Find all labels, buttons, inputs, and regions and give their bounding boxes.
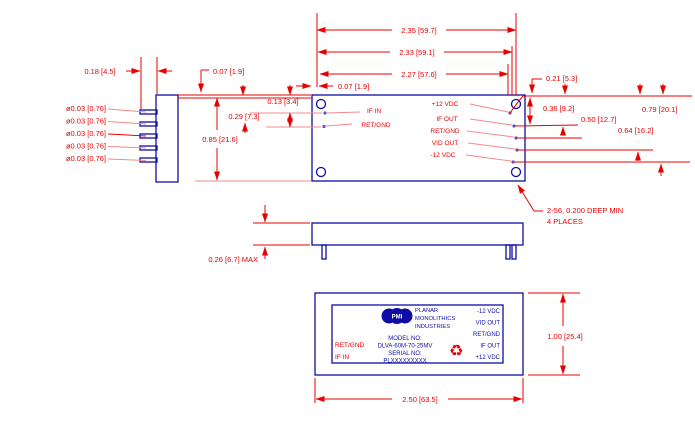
top-view-outline [311, 94, 526, 182]
dim-1-00: 1.00 [25.4] [547, 332, 582, 341]
serial-no-label: SERIAL NO: [388, 351, 422, 357]
company-line-1: PLANAR [415, 308, 438, 314]
mounting-hole [510, 166, 522, 178]
dim-pin-dia-4: ø0.03 [0.76] [66, 142, 106, 151]
dim-2-33: 2.33 [59.1] [399, 48, 434, 57]
pin-label-ret-gnd-left: RET/GND [361, 122, 391, 129]
top-dimensions: 2.35 [59.7] 2.33 [59.1] 2.27 [57.6] 0.07… [296, 13, 517, 95]
mounting-hole [315, 166, 327, 178]
pin-dot [323, 111, 327, 115]
dim-0-85: 0.85 [21.6] [202, 135, 237, 144]
dim-0-36: 0.36 [9.2] [543, 104, 574, 113]
dim-2-35: 2.35 [59.7] [401, 26, 436, 35]
company-line-3: INDUSTRIES [415, 324, 450, 330]
dim-pin-dia-5: ø0.03 [0.76] [66, 154, 106, 163]
label-pin-ret-gnd: RET/GND [335, 342, 365, 349]
dim-0-79: 0.79 [20.1] [642, 105, 677, 114]
side-view-outline [311, 222, 524, 260]
label-pin-minus12vdc: -12 VDC [477, 309, 501, 315]
dim-0-29: 0.29 [7.3] [228, 112, 259, 121]
bottom-dimensions: 1.00 [25.4] 2.50 [63.5] [314, 292, 583, 404]
dim-0-07-top: 0.07 [1.9] [338, 82, 369, 91]
pin-dot [514, 136, 518, 140]
note-line-1: 2-56, 0.200 DEEP MIN [547, 206, 623, 215]
dim-0-21: 0.21 [5.3] [546, 74, 577, 83]
pmi-logo: PMI [381, 308, 413, 324]
tapped-hole-note: 2-56, 0.200 DEEP MIN 4 PLACES [517, 184, 623, 226]
pin-dot [322, 124, 326, 129]
label-pin-ret-gnd-r: RET/GND [473, 332, 501, 338]
pin-dot [511, 160, 515, 164]
side-dimensions: 0.26 [6.7] MAX [208, 205, 310, 264]
esd-recycle-icon: ♻ [449, 343, 463, 360]
pin-label-if-in: IF IN [367, 108, 381, 115]
mounting-hole [315, 98, 327, 110]
company-line-2: MONOLITHICS [415, 316, 455, 322]
dim-pin-dia-1: ø0.03 [0.76] [66, 104, 106, 113]
label-pin-vid-out: VID OUT [476, 321, 501, 327]
label-pin-if-out: IF OUT [480, 344, 500, 350]
pin-label-vid-out: VID OUT [432, 140, 458, 147]
pin-dot [515, 148, 519, 152]
product-label: PMI PLANAR MONOLITHICS INDUSTRIES MODEL … [335, 308, 501, 365]
bottom-view-outline [314, 292, 524, 376]
dim-2-50: 2.50 [63.5] [402, 395, 437, 404]
top-view-pin-labels: IF IN RET/GND +12 VDC IF OUT RET/GND VID… [325, 101, 516, 162]
model-no-label: MODEL NO: [388, 336, 422, 342]
right-dimensions: 0.21 [5.3] 0.36 [9.2] 0.50 [12.7] 0.64 [… [509, 74, 692, 176]
dim-0-64: 0.64 [16.2] [618, 126, 653, 135]
dim-0-50: 0.50 [12.7] [581, 115, 616, 124]
dim-2-27: 2.27 [57.6] [401, 70, 436, 79]
label-pin-if-in: IF IN [335, 354, 349, 361]
dim-0-13: 0.13 [3.4] [267, 97, 298, 106]
dim-0-26-max: 0.26 [6.7] MAX [208, 255, 258, 264]
pin-label-if-out: IF OUT [436, 116, 457, 123]
dim-0-18: 0.18 [4.5] [84, 67, 115, 76]
left-dimensions: 0.18 [4.5] ø0.03 [0.76] ø0.03 [0.76] ø0.… [66, 57, 322, 182]
dim-pin-dia-2: ø0.03 [0.76] [66, 117, 106, 126]
pin-label-ret-gnd-right: RET/GND [430, 128, 460, 135]
mounting-hole [510, 98, 522, 110]
pmi-logo-text: PMI [392, 315, 403, 321]
pin-label-minus12vdc: -12 VDC [431, 152, 456, 159]
dim-pin-dia-3: ø0.03 [0.76] [66, 129, 106, 138]
pin-dot [512, 124, 516, 128]
dim-0-07-mid: 0.07 [1.9] [213, 67, 244, 76]
model-no-value: DLVA-60M-70-25MV [378, 344, 433, 350]
left-connector-outline [139, 94, 179, 183]
label-pin-plus12vdc: +12 VDC [475, 355, 500, 361]
note-line-2: 4 PLACES [547, 217, 583, 226]
serial-no-value: PLXXXXXXXXX [383, 359, 426, 365]
pin-label-plus12vdc: +12 VDC [432, 101, 459, 108]
